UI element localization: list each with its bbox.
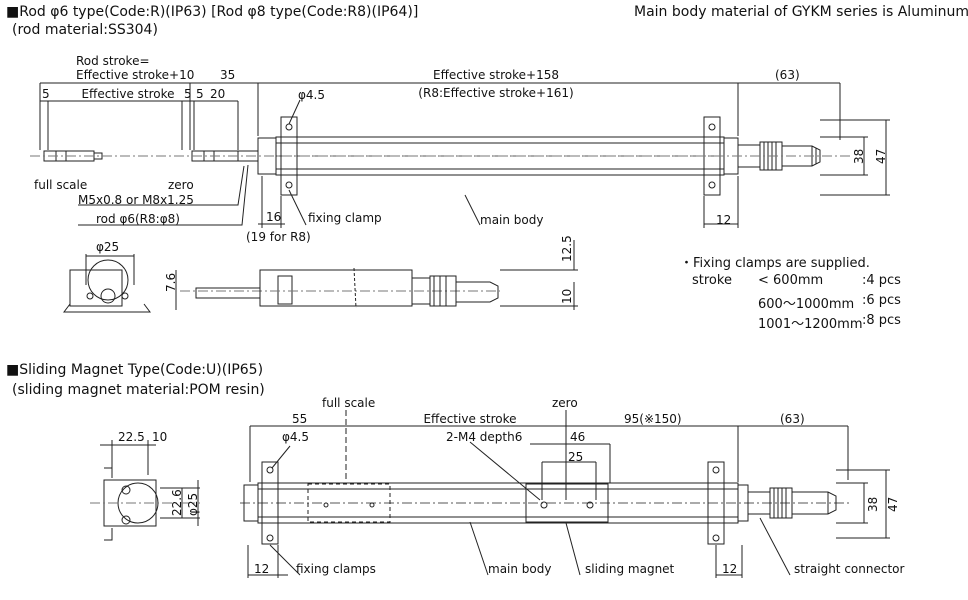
clamp-row-0-range: < 600mm [758,273,824,288]
dim-12a: 12 [254,562,270,576]
clamp-row-1-qty: :6 pcs [862,293,901,308]
rod-stroke-label-2: Effective stroke+10 [76,68,195,82]
bottom-section-title: ■Sliding Magnet Type(Code:U)(IP65) [6,362,264,378]
dim-12b: 12 [722,562,738,576]
dim-125: 12.5 [560,235,574,262]
dim-225: 22.5 [118,430,145,444]
dim-20: 20 [210,87,226,101]
dim-5b: 5 [184,87,192,101]
dim-46: 46 [570,430,586,444]
dim-r8-19: (19 for R8) [246,230,311,244]
clamp-row-2-qty: :8 pcs [862,313,901,328]
sliding-magnet [526,484,608,522]
dim-38-top: 38 [852,148,866,164]
rod-stroke-label-1: Rod stroke= [76,54,150,68]
dim-76: 7.6 [164,272,178,292]
phi25-bottom: φ25 [186,492,200,516]
dim-10: 10 [560,288,574,304]
dim-25: 25 [568,450,584,464]
main-body-bottom-label: main body [488,562,552,576]
full-scale-bottom: full scale [322,396,376,410]
clamp-note-title: ・Fixing clamps are supplied. [680,256,870,271]
dim-63-bottom: (63) [780,412,805,426]
dim-95: 95(※150) [624,412,682,426]
dim-55: 55 [292,412,308,426]
fixing-clamp-label: fixing clamp [308,211,382,225]
dim-12-top: 12 [716,213,732,227]
main-body-label: main body [480,213,544,227]
dim-38-bottom: 38 [866,496,880,512]
dim-eff-bottom: Effective stroke [423,412,517,426]
fixing-clamps-label: fixing clamps [296,562,376,576]
dim-47-bottom: 47 [886,496,900,512]
clamp-row-2-range: 1001～1200mm [758,317,863,332]
dim-r8-161: (R8:Effective stroke+161) [418,86,574,100]
zero-label: zero [168,178,194,192]
material-note: Main body material of GYKM series is Alu… [634,4,968,20]
bottom-section-subtitle: (sliding magnet material:POM resin) [12,382,265,398]
clamp-row-0-label: stroke [692,273,732,288]
dim-5c: 5 [196,87,204,101]
dim-5a: 5 [42,87,50,101]
clamp-row-1-range: 600～1000mm [758,297,855,312]
rod-dia-label: rod φ6(R8:φ8) [96,212,180,226]
dim-eff: Effective stroke [81,87,175,101]
dim-eff158: Effective stroke+158 [433,68,559,82]
top-section-subtitle: (rod material:SS304) [12,22,158,38]
dim-63: (63) [775,68,800,82]
m4-label: 2-M4 depth6 [446,430,523,444]
dim-226: 22.6 [170,489,184,516]
hole-phi45-bottom: φ4.5 [282,430,309,444]
clamp-row-0-qty: :4 pcs [862,273,901,288]
dim-35: 35 [220,68,236,82]
straight-connector-label: straight connector [794,562,905,576]
dim-47-top: 47 [874,148,888,164]
sliding-magnet-label: sliding magnet [585,562,675,576]
thread-label: M5x0.8 or M8x1.25 [78,193,194,207]
hole-phi45: φ4.5 [298,88,325,102]
zero-bottom: zero [552,396,578,410]
top-section-title: ■Rod φ6 type(Code:R)(IP63) [Rod φ8 type(… [6,4,419,20]
dim-10-bottom: 10 [152,430,168,444]
dim-16: 16 [266,210,282,224]
full-scale-label: full scale [34,178,88,192]
phi25-top: φ25 [96,240,120,254]
